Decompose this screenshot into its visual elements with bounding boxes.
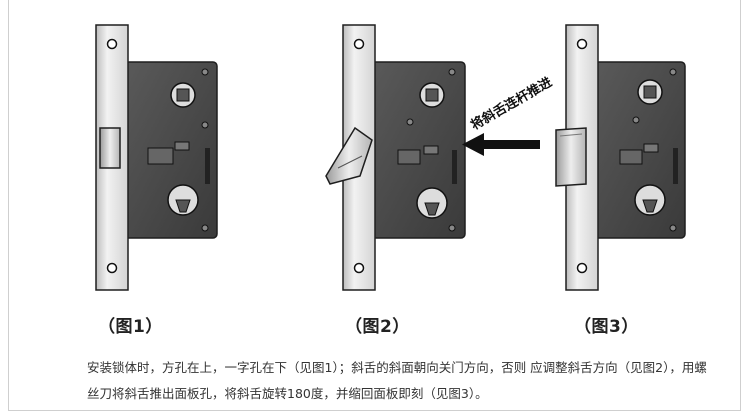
- latch-bolt: [99, 127, 121, 169]
- latch-bolt-rotating: [325, 126, 373, 185]
- lock-installation-illustration: 将斜舌连杆推进: [95, 24, 686, 291]
- figure-1-lock: [95, 24, 218, 291]
- caption-figure-1: （图1）: [98, 317, 163, 337]
- installation-instructions: 安装锁体时，方孔在上，一字孔在下（见图1）；斜舌的斜面朝向关门方向，否则 应调整…: [87, 360, 707, 401]
- arrow-label: 将斜舌连杆推进: [468, 74, 555, 133]
- push-arrow-icon: [462, 133, 540, 156]
- image-frame: [8, 0, 741, 411]
- caption-figure-2: （图2）: [345, 317, 410, 337]
- latch-bolt: [555, 127, 587, 187]
- figure-2-lock: 将斜舌连杆推进: [325, 24, 555, 291]
- figure-3-lock: [555, 24, 686, 291]
- caption-figure-3: （图3）: [574, 317, 639, 337]
